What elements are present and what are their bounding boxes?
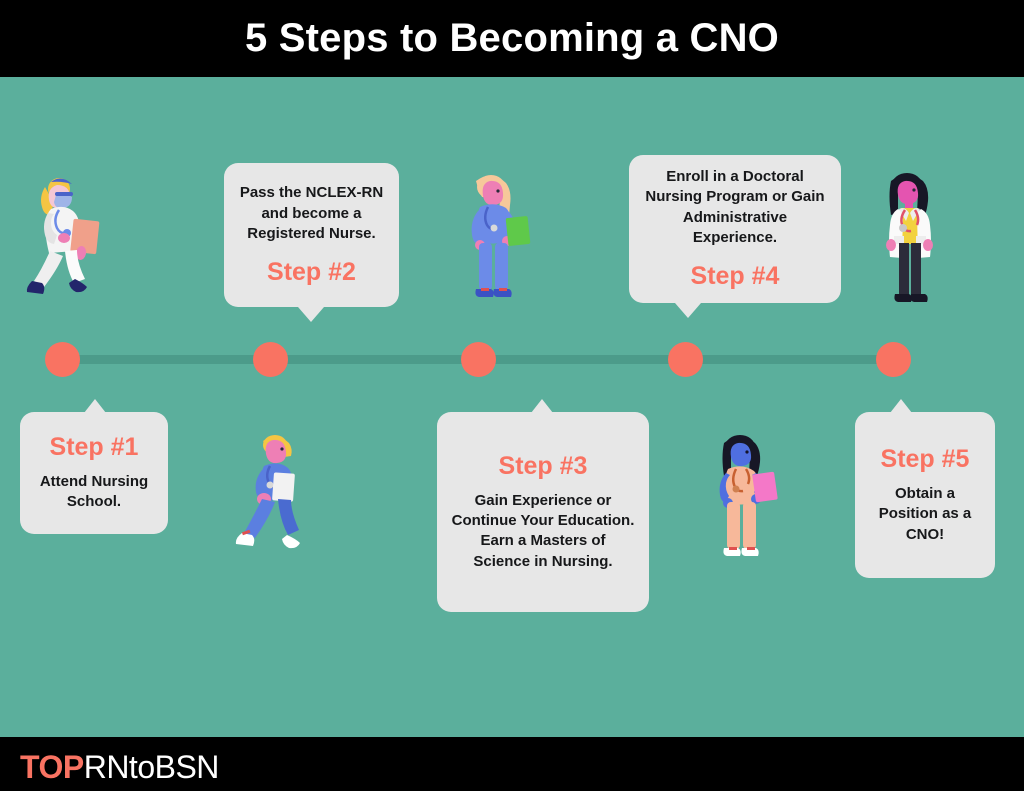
step-card-1-text: Attend Nursing School.: [39, 473, 149, 511]
step-card-2-pointer: [298, 307, 324, 322]
step-card-5-text: Obtain a Position as a CNO!: [878, 485, 972, 543]
nurse-figure-4: [700, 425, 785, 570]
step-card-5-pointer: [890, 399, 912, 413]
timeline-dot-1: [45, 342, 80, 377]
step-card-3-label: Step #3: [498, 452, 588, 481]
timeline-dot-3: [461, 342, 496, 377]
step-card-2[interactable]: Pass the NCLEX-RN and become a Registere…: [224, 163, 399, 307]
nurse-figure-3: [450, 165, 540, 310]
footer-bar: [0, 737, 1024, 791]
timeline-dot-4: [668, 342, 703, 377]
brand-logo-rest: RNtoBSN: [83, 749, 220, 785]
step-card-4[interactable]: Enroll in a Doctoral Nursing Program or …: [629, 155, 841, 303]
nurse-figure-2: [230, 425, 320, 570]
step-card-3[interactable]: Step #3 Gain Experience or Continue Your…: [437, 412, 649, 612]
nurse-figure-1: [15, 165, 125, 315]
brand-logo[interactable]: TOP RNtoBSN: [20, 749, 219, 786]
page-title: 5 Steps to Becoming a CNO: [245, 16, 779, 60]
step-card-5-label: Step #5: [880, 445, 970, 474]
nurse-figure-5: [865, 165, 955, 315]
timeline-dot-5: [876, 342, 911, 377]
step-card-1[interactable]: Step #1 Attend Nursing School.: [20, 412, 168, 534]
header-bar: 5 Steps to Becoming a CNO: [0, 0, 1024, 77]
step-card-3-pointer: [531, 399, 553, 413]
step-card-1-pointer: [84, 399, 106, 413]
step-card-1-label: Step #1: [49, 433, 139, 462]
step-card-4-pointer: [675, 303, 701, 318]
step-card-4-label: Step #4: [690, 262, 780, 291]
step-card-3-text: Gain Experience or Continue Your Educati…: [451, 491, 635, 570]
step-card-2-text: Pass the NCLEX-RN and become a Registere…: [239, 184, 384, 242]
brand-logo-top: TOP: [20, 749, 84, 785]
step-card-5[interactable]: Step #5 Obtain a Position as a CNO!: [855, 412, 995, 578]
step-card-4-text: Enroll in a Doctoral Nursing Program or …: [645, 168, 825, 246]
step-card-2-label: Step #2: [267, 258, 356, 286]
timeline-dot-2: [253, 342, 288, 377]
